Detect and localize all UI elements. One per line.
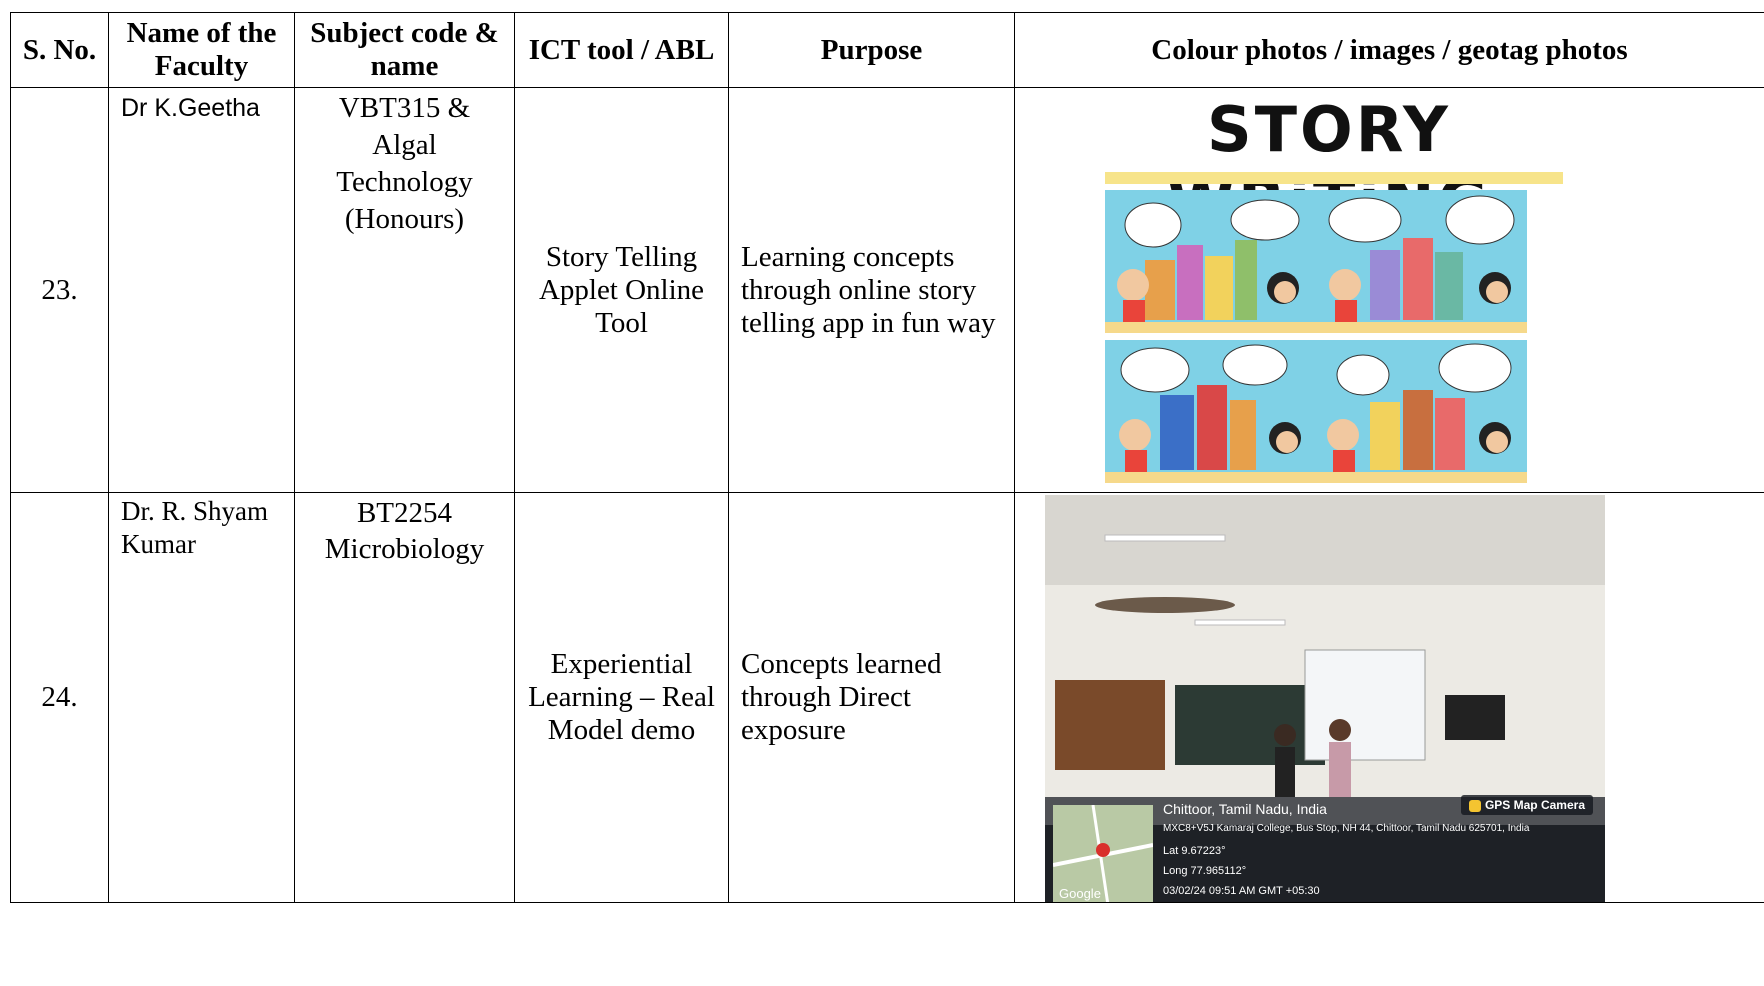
comic-scene-icon bbox=[1315, 343, 1527, 483]
title-underline bbox=[1105, 172, 1563, 184]
map-thumbnail: Google bbox=[1052, 804, 1154, 902]
latitude: Lat 9.67223° bbox=[1163, 845, 1226, 857]
faculty-name: Dr. R. Shyam Kumar bbox=[108, 492, 295, 903]
header-sno: S. No. bbox=[10, 12, 109, 88]
comic-panel bbox=[1105, 340, 1317, 483]
table-row: 24. Dr. R. Shyam Kumar BT2254 Microbiolo… bbox=[10, 492, 1764, 903]
map-label: Google bbox=[1059, 886, 1101, 901]
ict-tool: Story Telling Applet Online Tool bbox=[514, 87, 729, 493]
geotag-photo: Google Chittoor, Tamil Nadu, India MXC8+… bbox=[1014, 492, 1764, 903]
header-faculty: Name of the Faculty bbox=[108, 12, 295, 88]
header-subject: Subject code & name bbox=[294, 12, 515, 88]
timestamp: 03/02/24 09:51 AM GMT +05:30 bbox=[1163, 885, 1320, 897]
address: MXC8+V5J Kamaraj College, Bus Stop, NH 4… bbox=[1163, 823, 1530, 834]
header-ict: ICT tool / ABL bbox=[514, 12, 729, 88]
table-row: 23. Dr K.Geetha VBT315 & Algal Technolog… bbox=[10, 87, 1764, 493]
story-writing-image: STORY WRiTiNG bbox=[1014, 87, 1764, 493]
gps-badge: GPS Map Camera bbox=[1460, 795, 1593, 815]
header-purpose: Purpose bbox=[728, 12, 1015, 88]
camera-icon bbox=[1468, 799, 1481, 812]
comic-scene-icon bbox=[1105, 344, 1317, 483]
serial-number: 23. bbox=[10, 87, 109, 493]
longitude: Long 77.965112° bbox=[1163, 865, 1247, 877]
map-pin-icon bbox=[1052, 804, 1154, 902]
classroom-photo: Google Chittoor, Tamil Nadu, India MXC8+… bbox=[1045, 495, 1605, 902]
comic-scene-icon bbox=[1105, 199, 1317, 333]
story-writing-poster: STORY WRiTiNG bbox=[1055, 94, 1595, 492]
location-title: Chittoor, Tamil Nadu, India bbox=[1163, 801, 1327, 817]
ict-tools-table: S. No. Name of the Faculty Subject code … bbox=[10, 12, 1764, 903]
gps-overlay: Google Chittoor, Tamil Nadu, India MXC8+… bbox=[1045, 797, 1605, 902]
purpose: Learning concepts through online story t… bbox=[728, 87, 1015, 493]
purpose: Concepts learned through Direct exposure bbox=[728, 492, 1015, 903]
ict-tool: Experiential Learning – Real Model demo bbox=[514, 492, 729, 903]
subject-code-name: BT2254 Microbiology bbox=[294, 492, 515, 903]
comic-panel bbox=[1315, 190, 1527, 333]
header-row: S. No. Name of the Faculty Subject code … bbox=[10, 12, 1764, 88]
faculty-name: Dr K.Geetha bbox=[108, 87, 295, 493]
comic-panel bbox=[1105, 190, 1317, 333]
comic-scene-icon bbox=[1315, 195, 1527, 333]
subject-code-name: VBT315 & Algal Technology (Honours) bbox=[294, 87, 515, 493]
comic-panel bbox=[1315, 340, 1527, 483]
gps-badge-label: GPS Map Camera bbox=[1484, 798, 1585, 812]
header-photos: Colour photos / images / geotag photos bbox=[1014, 12, 1764, 88]
serial-number: 24. bbox=[10, 492, 109, 903]
